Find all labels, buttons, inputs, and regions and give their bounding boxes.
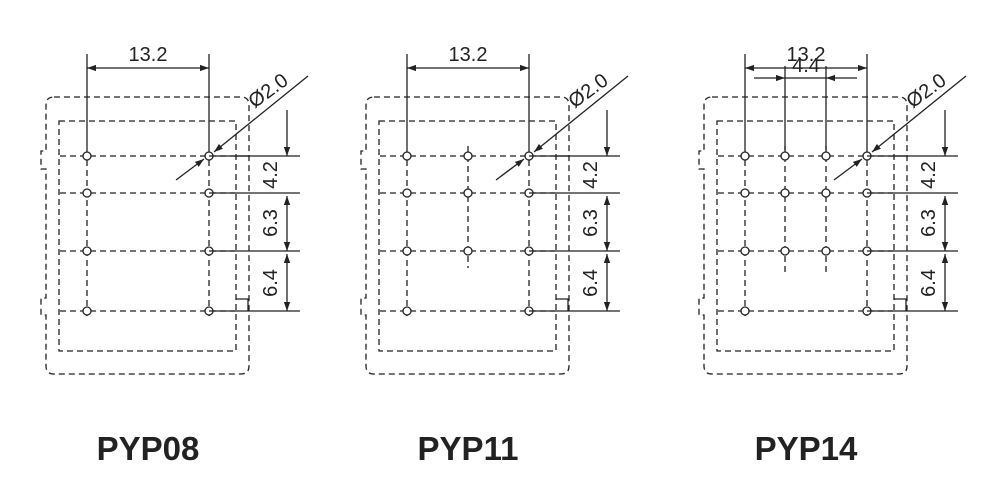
pyp11-pin-hole xyxy=(402,306,412,316)
pyp08-row-dim-label: 4.2 xyxy=(260,161,282,189)
pyp14-inner-outline xyxy=(716,120,895,352)
pyp08-hole-leader xyxy=(175,158,205,181)
pyp08-hole-dim-label: Ø2.0 xyxy=(244,70,292,113)
pyp11-pin-hole xyxy=(402,151,412,161)
pyp11-pin-hole xyxy=(463,188,473,198)
pyp11-hole-leader xyxy=(533,75,629,153)
pyp11-hole-leader xyxy=(495,158,525,181)
pyp14-pin-hole xyxy=(740,246,750,256)
pyp11-pin-hole xyxy=(463,246,473,256)
pyp08-inner-outline xyxy=(58,120,237,352)
pyp08-width-dim-label: 13.2 xyxy=(129,44,168,66)
pyp14-row-dim-label: 6.3 xyxy=(918,209,940,237)
pyp11-pin-hole xyxy=(402,188,412,198)
pyp11-pin-hole xyxy=(463,151,473,161)
pyp14-pin-hole xyxy=(780,246,790,256)
pyp14-pin-hole xyxy=(821,151,831,161)
pyp11-pin-hole xyxy=(402,246,412,256)
pyp08-title: PYP08 xyxy=(97,430,200,467)
pyp11-width-dim-label: 13.2 xyxy=(449,44,488,66)
pyp08-pin-hole xyxy=(82,188,92,198)
pyp14-pin-hole xyxy=(740,151,750,161)
pyp08-pin-hole xyxy=(82,151,92,161)
pyp11-corner-tick xyxy=(556,298,569,311)
pyp14-corner-tick xyxy=(894,298,907,311)
pyp11-row-dim-label: 6.3 xyxy=(580,209,602,237)
pyp14-outer-outline xyxy=(698,96,908,375)
pyp08-outer-outline xyxy=(40,96,250,375)
pyp14-row-dim-label: 4.2 xyxy=(918,161,940,189)
pyp11-outer-outline xyxy=(360,96,570,375)
pyp14-width-dim-label: 13.2 xyxy=(787,44,826,66)
pyp14-pin-hole xyxy=(740,306,750,316)
pyp08-pin-hole xyxy=(82,306,92,316)
pyp14-pin-hole xyxy=(740,188,750,198)
pyp14-pin-hole xyxy=(821,188,831,198)
pyp14-pin-hole xyxy=(821,246,831,256)
pyp14-hole-dim-label: Ø2.0 xyxy=(902,70,950,113)
pyp08-row-dim-label: 6.3 xyxy=(260,209,282,237)
pyp11-row-dim-label: 6.4 xyxy=(580,269,602,297)
pyp14-inner-dim-label: 4.4 xyxy=(792,55,820,77)
pyp08-row-dim-label: 6.4 xyxy=(260,269,282,297)
pyp11-row-dim-label: 4.2 xyxy=(580,161,602,189)
pyp11-title: PYP11 xyxy=(418,430,519,467)
pyp11-inner-outline xyxy=(378,120,557,352)
pyp14-title: PYP14 xyxy=(755,430,858,467)
pyp14-hole-leader xyxy=(833,158,863,181)
pyp14-row-dim-label: 6.4 xyxy=(918,269,940,297)
pyp11-hole-dim-label: Ø2.0 xyxy=(564,70,612,113)
pyp08-hole-leader xyxy=(213,75,309,153)
pyp14-pin-hole xyxy=(780,151,790,161)
pyp14-pin-hole xyxy=(780,188,790,198)
pyp14-hole-leader xyxy=(871,75,967,153)
pyp08-corner-tick xyxy=(236,298,249,311)
pyp08-pin-hole xyxy=(82,246,92,256)
